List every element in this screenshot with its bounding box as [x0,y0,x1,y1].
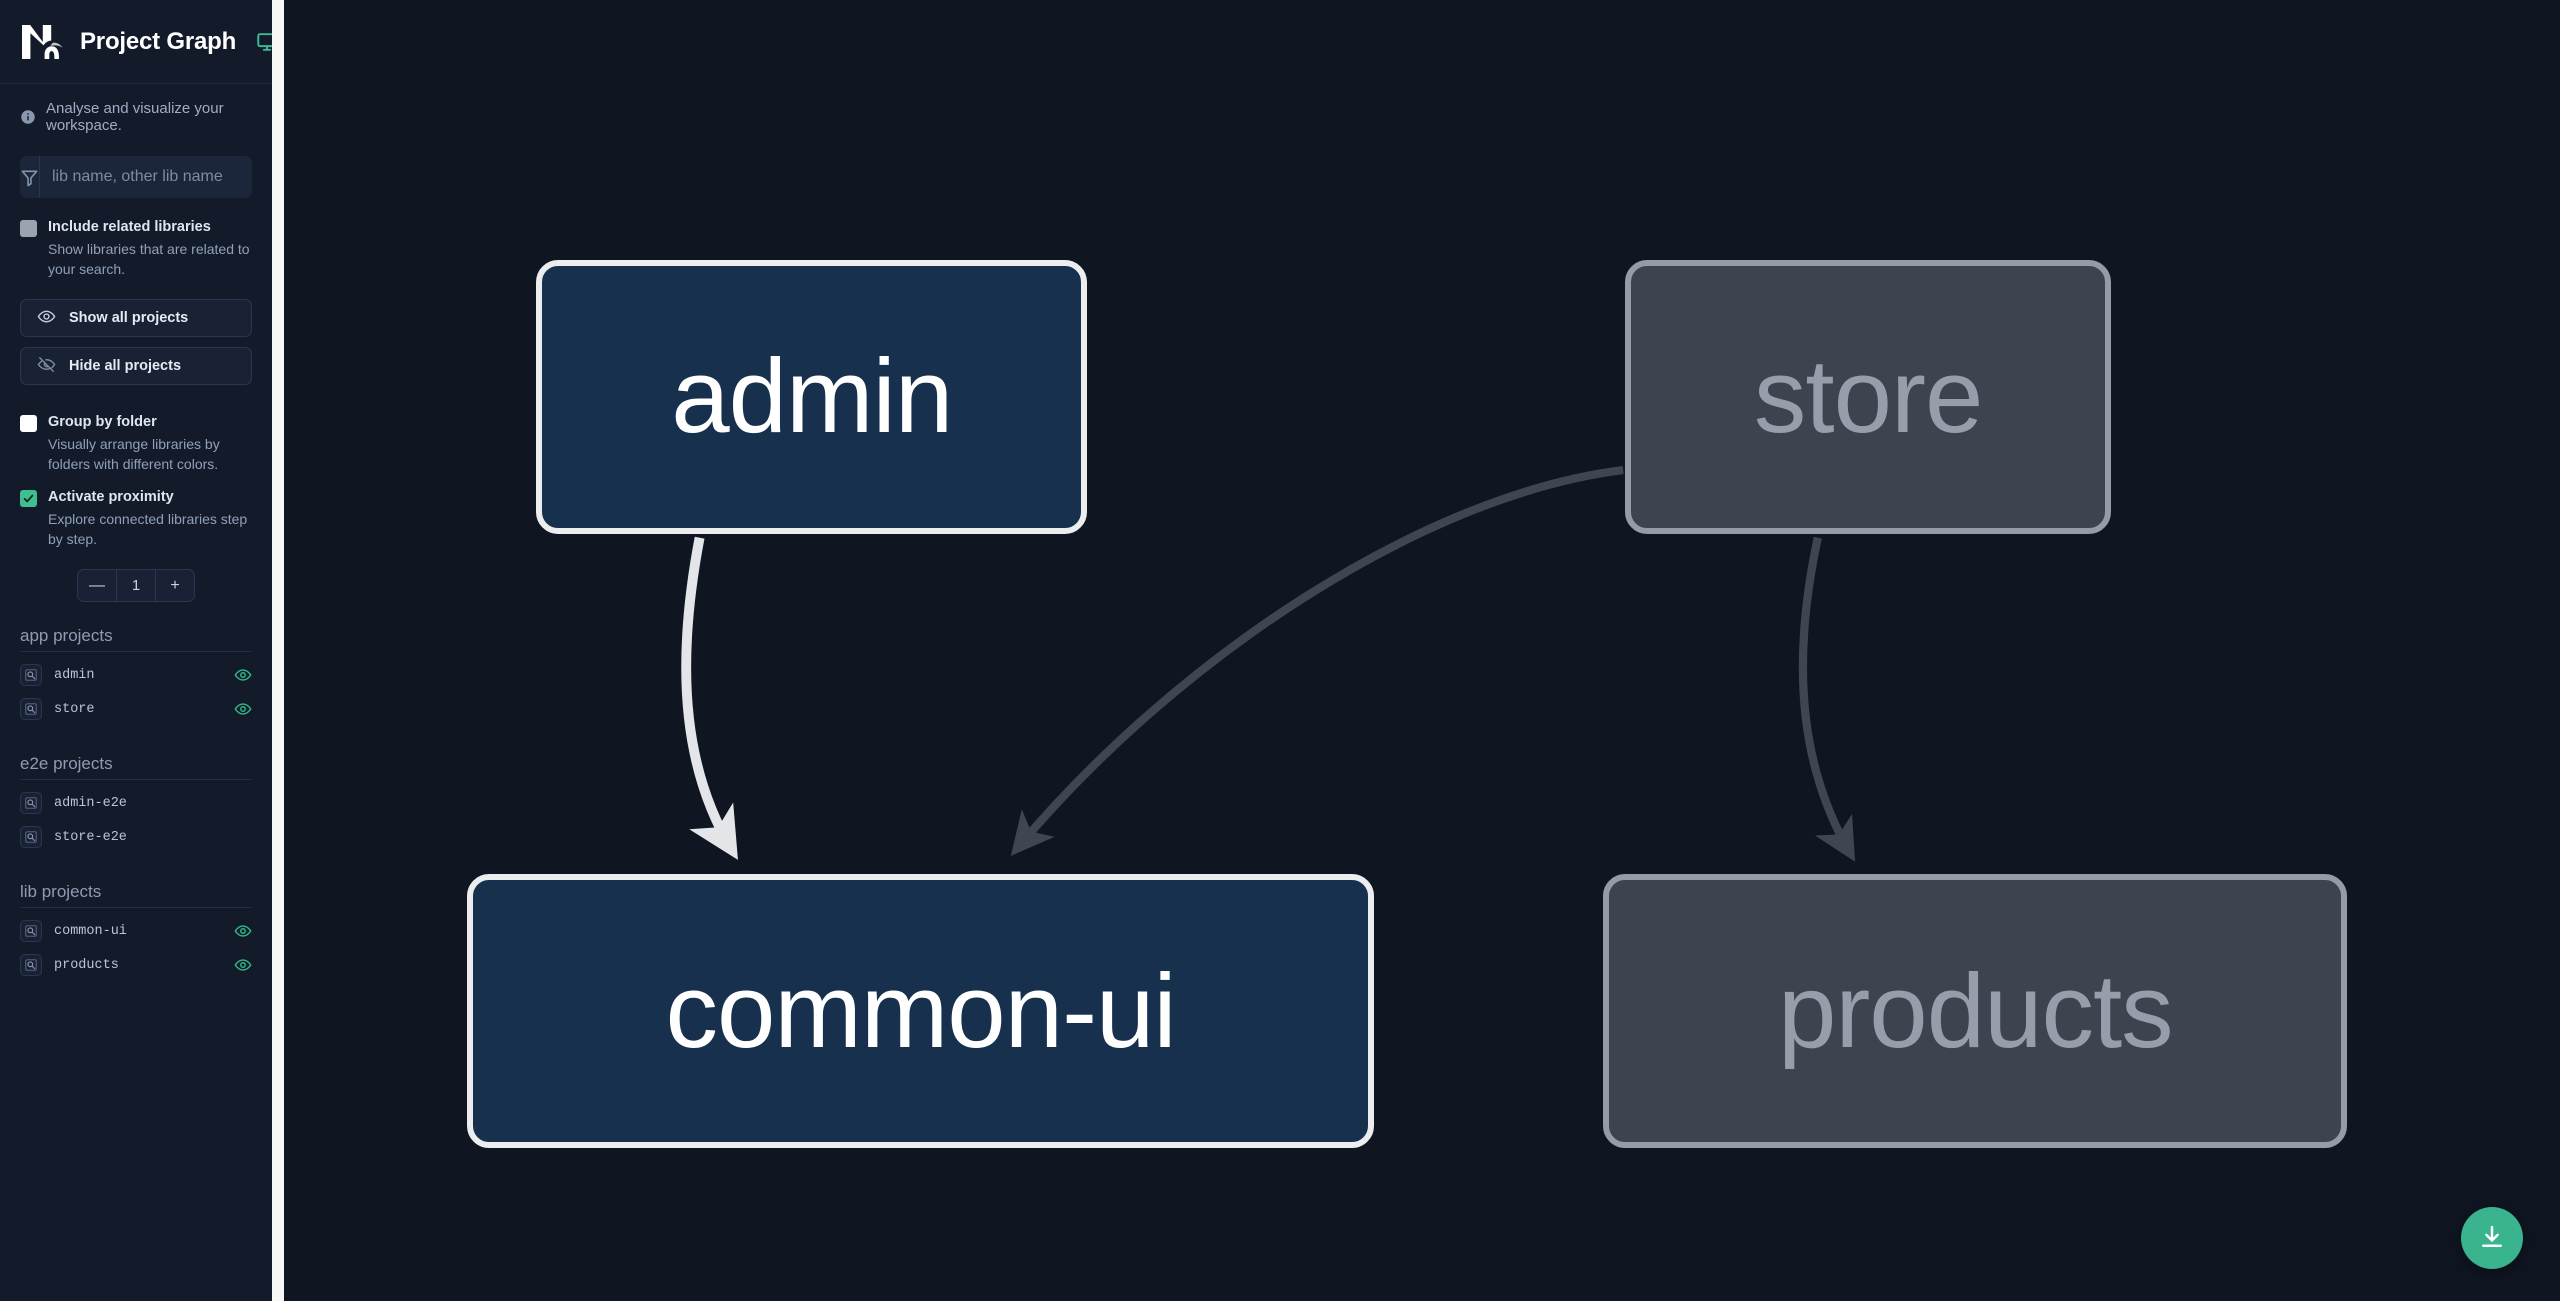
project-list-item[interactable]: admin [20,658,252,692]
graph-node-label: products [1777,952,2174,1070]
tagline: Analyse and visualize your workspace. [0,84,272,144]
project-group-title: e2e projects [20,748,252,781]
project-name: common-ui [54,923,127,939]
edge-store-to-common-ui [1010,465,1624,856]
show-all-projects-button[interactable]: Show all projects [20,299,252,338]
option-description: Explore connected libraries step by step… [48,510,248,548]
search-input[interactable] [40,156,252,198]
project-group-title: lib projects [20,876,252,909]
filter-icon [20,156,40,198]
graph-node[interactable]: admin [536,260,1088,534]
project-list[interactable]: app projects admin store e2e projects admin-… [0,620,272,1301]
focus-project-icon[interactable] [20,920,42,943]
stepper-divider [116,570,117,602]
proximity-increment-button[interactable]: + [156,570,194,601]
project-list-item[interactable]: products [20,948,252,982]
show-all-projects-label: Show all projects [69,310,189,327]
project-visibility-eye-icon[interactable] [234,956,252,974]
eye-icon [37,307,56,330]
eye-off-icon [37,355,56,378]
proximity-stepper[interactable]: — 1 + [77,569,195,603]
focus-project-icon[interactable] [20,664,42,687]
graph-canvas[interactable]: admin store common-ui products [284,0,2560,1301]
search-field[interactable] [20,156,252,198]
project-name: store-e2e [54,829,127,845]
option-include-related-libraries[interactable]: Include related libraries Show libraries… [20,210,252,285]
project-name: admin-e2e [54,795,127,811]
graph-node-label: store [1753,338,1983,456]
focus-project-icon[interactable] [20,826,42,849]
project-group: lib projects common-ui products [20,876,252,982]
graph-node-label: common-ui [665,952,1176,1070]
option-label: Group by folder [48,414,157,431]
sidebar-resize-handle[interactable] [272,0,284,1301]
project-visibility-eye-icon[interactable] [234,666,252,684]
project-group: e2e projects admin-e2e store-e2e [20,748,252,854]
graph-node[interactable]: store [1624,260,2112,534]
focus-project-icon[interactable] [20,792,42,815]
project-visibility-eye-icon[interactable] [234,922,252,940]
option-label: Include related libraries [48,219,211,235]
hide-all-projects-button[interactable]: Hide all projects [20,347,252,386]
project-list-item[interactable]: admin-e2e [20,786,252,820]
project-list-item[interactable]: store [20,692,252,726]
option-description: Show libraries that are related to your … [48,240,250,277]
proximity-value: 1 [131,577,141,595]
project-name: store [54,701,95,717]
focus-project-icon[interactable] [20,954,42,977]
option-activate-proximity[interactable]: Activate proximity Explore connected lib… [20,480,252,555]
project-name: products [54,957,119,973]
option-group-by-folder[interactable]: Group by folder Visually arrange librari… [20,405,252,480]
nx-logo-icon [20,22,66,62]
tagline-text: Analyse and visualize your workspace. [46,100,224,134]
page-title: Project Graph [80,27,237,55]
edge-admin-to-common-ui [681,536,738,860]
graph-node[interactable]: common-ui [467,874,1375,1148]
proximity-decrement-button[interactable]: — [78,570,116,601]
download-icon [2478,1223,2506,1254]
project-list-item[interactable]: store-e2e [20,820,252,854]
hide-all-projects-label: Hide all projects [69,358,182,375]
sidebar-header: Project Graph [0,0,277,84]
sidebar: Project Graph Analyse and visualize your… [0,0,277,1301]
project-name: admin [54,667,95,683]
graph-node[interactable]: products [1603,874,2348,1148]
project-list-item[interactable]: common-ui [20,914,252,948]
graph-node-label: admin [671,338,953,456]
stepper-divider [155,570,156,602]
sidebar-controls: Include related libraries Show libraries… [0,144,272,603]
edge-store-to-products [1798,536,1856,862]
option-description: Visually arrange libraries by folders wi… [48,435,220,473]
project-group-title: app projects [20,620,252,653]
project-group: app projects admin store [20,620,252,726]
checkbox-include-related-libraries[interactable] [20,220,37,237]
download-button[interactable] [2461,1207,2523,1269]
option-label: Activate proximity [48,489,174,506]
checkbox-activate-proximity[interactable] [20,490,37,508]
project-visibility-eye-icon[interactable] [234,700,252,718]
focus-project-icon[interactable] [20,698,42,721]
info-icon [20,109,36,125]
checkbox-group-by-folder[interactable] [20,415,37,433]
